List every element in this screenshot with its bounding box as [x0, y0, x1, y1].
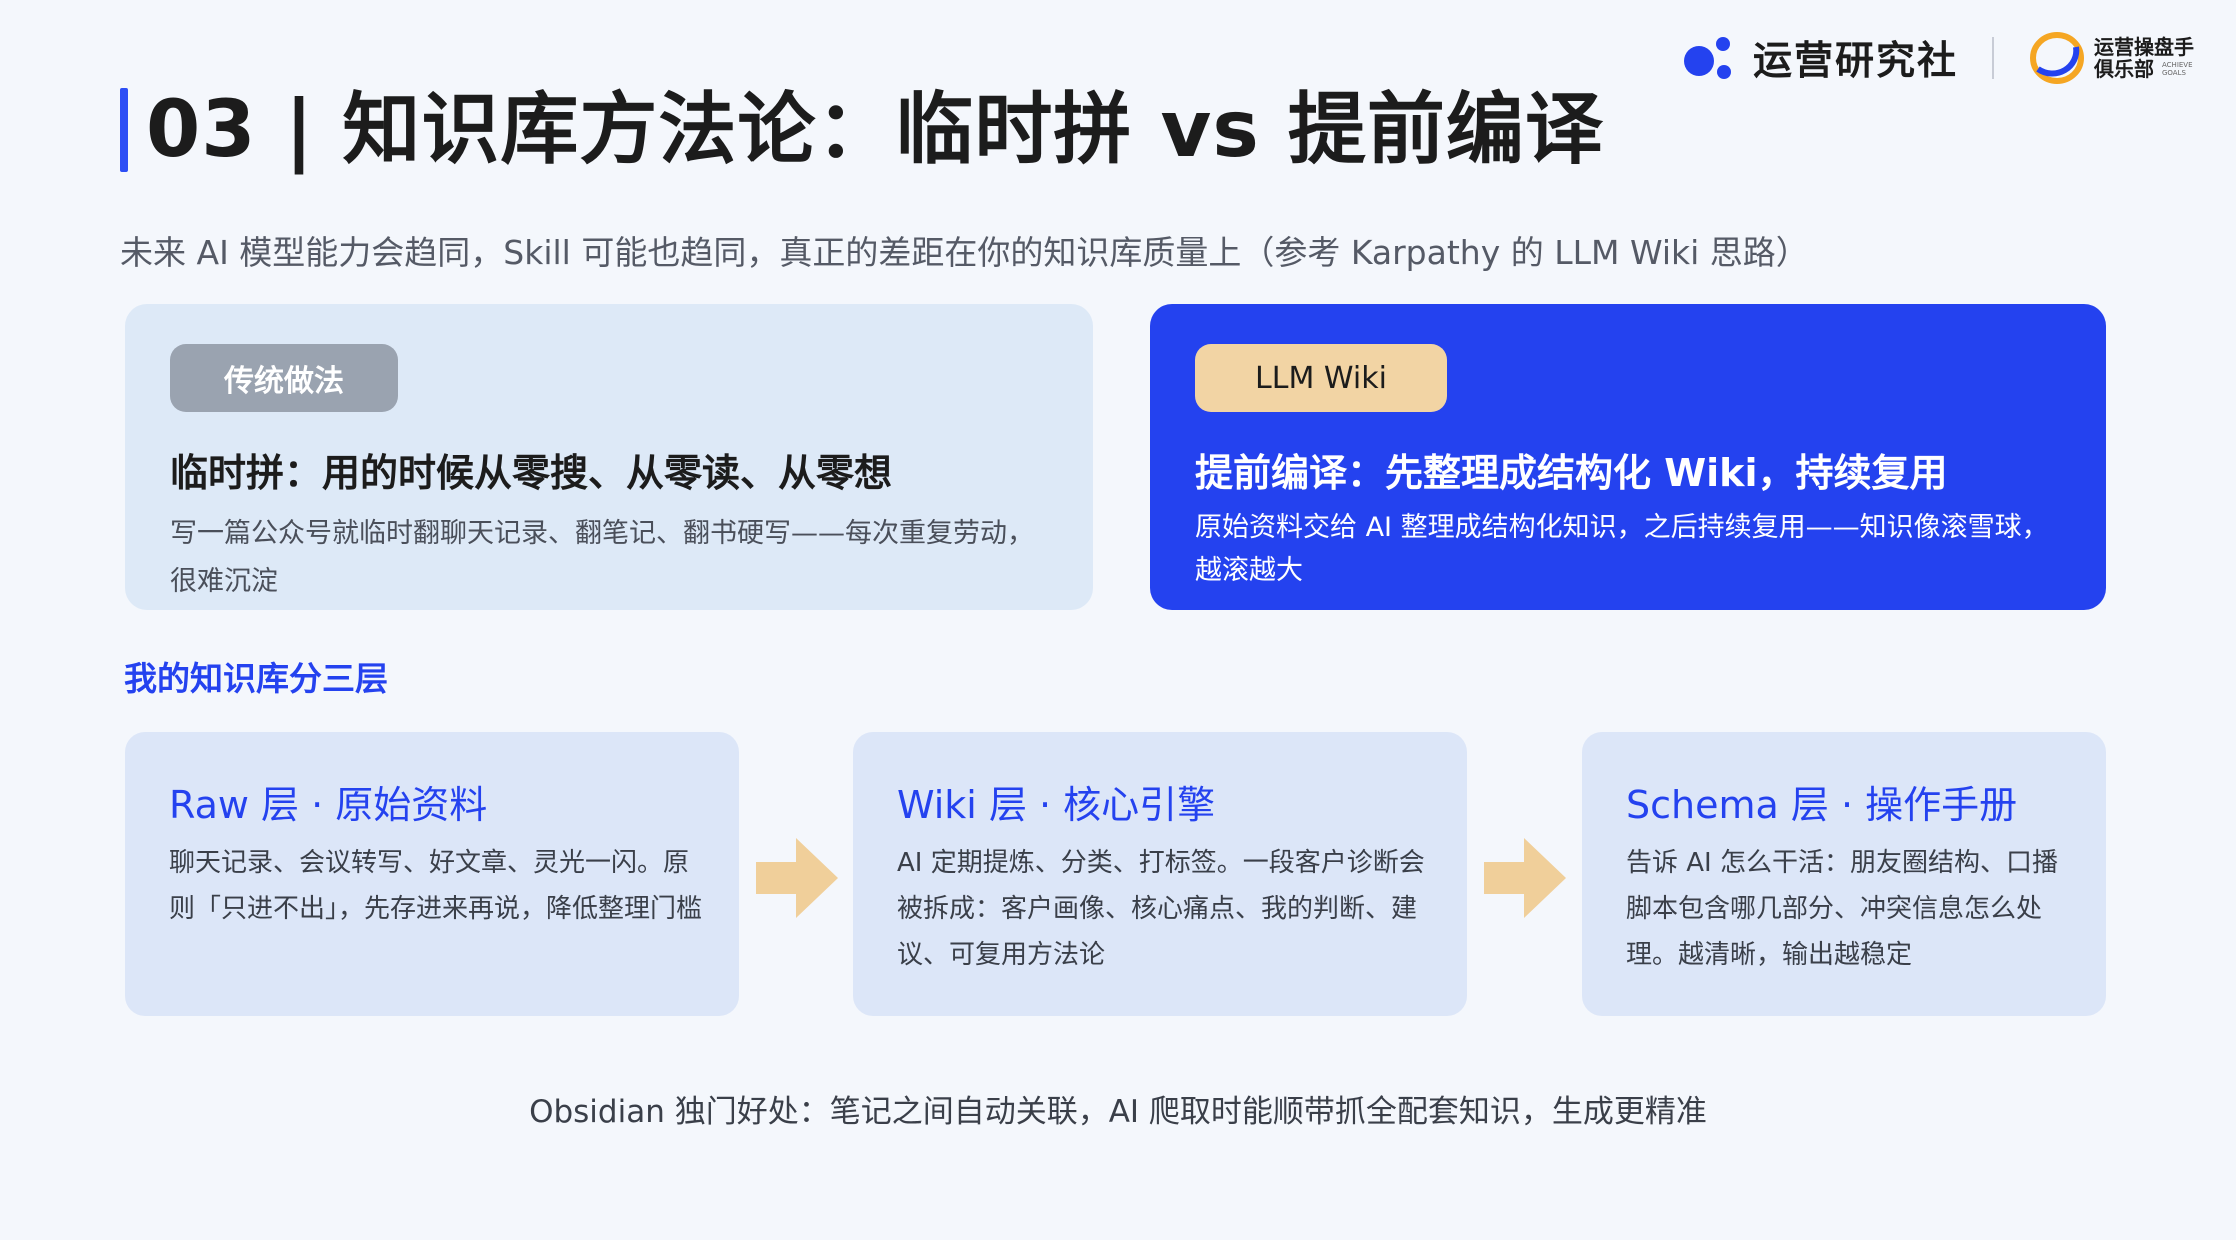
layer-card-wiki: Wiki 层 · 核心引擎 AI 定期提炼、分类、打标签。一段客户诊断会被拆成：… — [853, 732, 1467, 1016]
layer-title-schema: Schema 层 · 操作手册 — [1626, 783, 2018, 827]
tagline-line1: ACHIEVE — [2162, 61, 2193, 69]
llm-wiki-body: 原始资料交给 AI 整理成结构化知识，之后持续复用——知识像滚雪球，越滚越大 — [1195, 512, 2049, 586]
traditional-body: 写一篇公众号就临时翻聊天记录、翻笔记、翻书硬写——每次重复劳动，很难沉淀 — [170, 518, 1034, 597]
llm-wiki-card: LLM Wiki 提前编译：先整理成结构化 Wiki，持续复用 原始资料交给 A… — [1150, 304, 2106, 610]
arrow-right-icon — [1484, 838, 1566, 918]
llm-wiki-tag: LLM Wiki — [1195, 344, 1447, 412]
layers-section-label: 我的知识库分三层 — [124, 659, 388, 698]
layer-card-raw: Raw 层 · 原始资料 聊天记录、会议转写、好文章、灵光一闪。原则「只进不出」… — [125, 732, 739, 1016]
club-logo: 运营操盘手 俱乐部 ACHIEVE GOALS — [2028, 29, 2194, 87]
club-name-line2: 俱乐部 — [2094, 57, 2154, 81]
traditional-tag: 传统做法 — [170, 344, 398, 412]
layer-title-raw: Raw 层 · 原始资料 — [169, 783, 488, 827]
brand-divider — [1992, 37, 1994, 79]
brand-name-yunying: 运营研究社 — [1752, 39, 1958, 84]
molecule-icon — [1683, 37, 1731, 79]
yunying-logo: 运营研究社 — [1681, 30, 1958, 86]
club-name-line1: 运营操盘手 — [2094, 35, 2194, 59]
brand-area: 运营研究社 运营操盘手 俱乐部 ACHIEVE GOALS — [1681, 28, 2194, 88]
layer-body-raw: 聊天记录、会议转写、好文章、灵光一闪。原则「只进不出」，先存进来再说，降低整理门… — [169, 848, 703, 924]
page-title: 03 | 知识库方法论：临时拼 vs 提前编译 — [146, 85, 1604, 175]
brand-name-club: 运营操盘手 俱乐部 ACHIEVE GOALS — [2094, 36, 2194, 80]
traditional-heading: 临时拼：用的时候从零搜、从零读、从零想 — [170, 451, 893, 495]
footer-note: Obsidian 独门好处：笔记之间自动关联，AI 爬取时能顺带抓全配套知识，生… — [529, 1094, 1707, 1130]
llm-wiki-heading: 提前编译：先整理成结构化 Wiki，持续复用 — [1195, 451, 1948, 495]
tagline-line2: GOALS — [2162, 69, 2186, 77]
page-subtitle: 未来 AI 模型能力会趋同，Skill 可能也趋同，真正的差距在你的知识库质量上… — [120, 233, 1809, 272]
layer-card-schema: Schema 层 · 操作手册 告诉 AI 怎么干活：朋友圈结构、口播脚本包含哪… — [1582, 732, 2106, 1016]
layer-title-wiki: Wiki 层 · 核心引擎 — [897, 783, 1216, 827]
ring-icon — [2030, 32, 2084, 84]
layer-body-schema: 告诉 AI 怎么干活：朋友圈结构、口播脚本包含哪几部分、冲突信息怎么处理。越清晰… — [1626, 848, 2058, 970]
traditional-approach-card: 传统做法 临时拼：用的时候从零搜、从零读、从零想 写一篇公众号就临时翻聊天记录、… — [125, 304, 1093, 610]
arrow-right-icon — [756, 838, 838, 918]
club-tagline: ACHIEVE GOALS — [2162, 61, 2193, 77]
title-accent-bar — [120, 88, 128, 172]
layer-body-wiki: AI 定期提炼、分类、打标签。一段客户诊断会被拆成：客户画像、核心痛点、我的判断… — [897, 848, 1425, 970]
